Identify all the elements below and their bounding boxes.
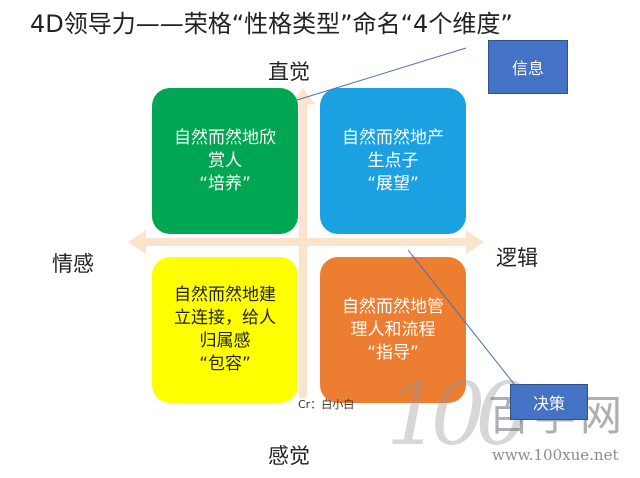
quadrant-line: 自然而然地欣 [174,127,276,148]
quadrant-line: 赏人 [208,150,242,171]
quadrant-line: 自然而然地产 [342,127,444,148]
horizontal-axis-arrow [128,230,484,254]
axis-label-top: 直觉 [268,60,310,84]
callout-decision: 决策 [510,384,588,420]
connector-line-decision [407,249,523,395]
quadrant-line: 自然而然地管 [342,296,444,317]
quadrant-line: 自然而然地建 [174,285,276,305]
quadrant-top-right: 自然而然地产 生点子 “展望” [320,88,466,234]
quadrant-line: “指导” [367,342,419,363]
quadrant-line: 立连接，给人 [174,308,276,328]
axis-label-right: 逻辑 [496,246,538,270]
quadrant-line: 理人和流程 [350,319,436,340]
credit-text: Cr：白小白 [298,398,355,411]
quadrant-line: “展望” [367,173,419,194]
axis-label-left: 情感 [52,252,94,276]
quadrant-bottom-left: 自然而然地建 立连接，给人 归属感 “包容” [152,257,298,403]
quadrant-line: “培养” [199,173,251,194]
quadrant-bottom-right: 自然而然地管 理人和流程 “指导” [320,257,466,403]
quadrant-top-left: 自然而然地欣 赏人 “培养” [152,88,298,234]
page-title: 4D领导力——荣格“性格类型”命名“4个维度” [30,10,513,38]
callout-info: 信息 [488,40,568,94]
connector-line-info [296,47,467,101]
watermark-logo-digits: 100 [386,365,530,465]
axis-label-bottom: 感觉 [268,444,310,468]
quadrant-line: “包容” [199,354,251,374]
quadrant-line: 生点子 [367,150,419,171]
quadrant-line: 归属感 [199,331,251,351]
watermark-url: www.100xue.net [492,446,619,464]
